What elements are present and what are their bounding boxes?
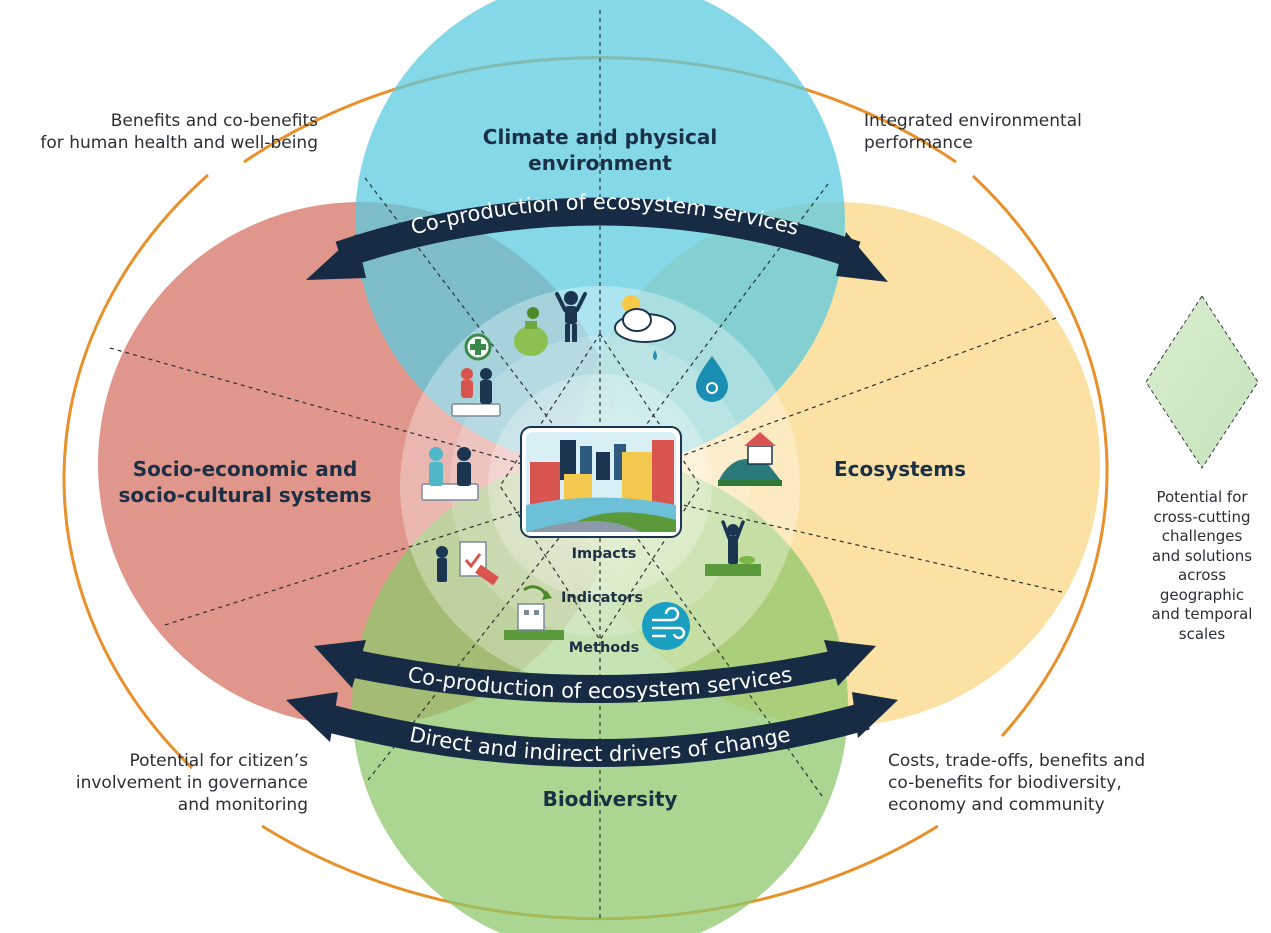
people-on-platform-icon — [451, 368, 501, 417]
corner-note-environmental-performance: Integrated environmental performance — [864, 111, 1082, 153]
corner-note-human-health: Benefits and co-benefits for human healt… — [40, 111, 318, 153]
divider-left-upper — [109, 347, 601, 487]
person-arms-up-icon — [555, 291, 587, 342]
socio-label: Socio-economic and socio-cultural system… — [118, 457, 372, 507]
people-pair-icon — [421, 447, 479, 501]
arrow-bottom-lower-head-left — [286, 692, 338, 742]
biodiversity-label: Biodiversity — [542, 787, 678, 811]
corner-note-citizen-involvement: Potential for citizen’s involvement in g… — [75, 751, 308, 815]
climate-label: Climate and physical environment — [482, 125, 718, 175]
divider-right-upper — [599, 317, 1057, 487]
outer-arc-right — [971, 174, 1109, 737]
arrow-top-band — [335, 197, 861, 269]
arrow-bottom-upper-band — [343, 648, 849, 703]
arrow-bottom-lower-band — [316, 702, 870, 767]
arrow-top-head-right — [836, 232, 888, 282]
house-on-hill-icon — [718, 432, 782, 486]
checklist-tools-icon — [436, 541, 499, 586]
city-scene-icon — [520, 426, 682, 538]
health-cross-icon — [464, 333, 492, 361]
sun-cloud-rain-icon — [614, 295, 676, 360]
plant-person-icon — [705, 520, 761, 576]
money-bag-icon — [514, 307, 548, 356]
legend-diamond — [1145, 295, 1259, 469]
legend-diamond-caption: Potential for cross-cutting challenges a… — [1151, 488, 1253, 643]
wind-icon — [642, 602, 690, 650]
impacts-label: Impacts — [571, 546, 637, 562]
ecosystems-label: Ecosystems — [834, 457, 966, 481]
indicators-label: Indicators — [560, 590, 644, 606]
arrow-bottom-upper-head-right — [824, 640, 876, 686]
outer-arc-left — [62, 173, 209, 770]
arrow-bottom-lower-head-right — [852, 692, 898, 738]
corner-note-costs-tradeoffs: Costs, trade-offs, benefits and co-benef… — [888, 751, 1146, 815]
methods-label: Methods — [568, 640, 640, 656]
arrow-bottom-upper-head-left — [314, 640, 366, 688]
building-recycle-icon — [504, 585, 564, 640]
arrow-top-head-left — [306, 234, 366, 280]
water-drop-icon — [696, 356, 728, 402]
